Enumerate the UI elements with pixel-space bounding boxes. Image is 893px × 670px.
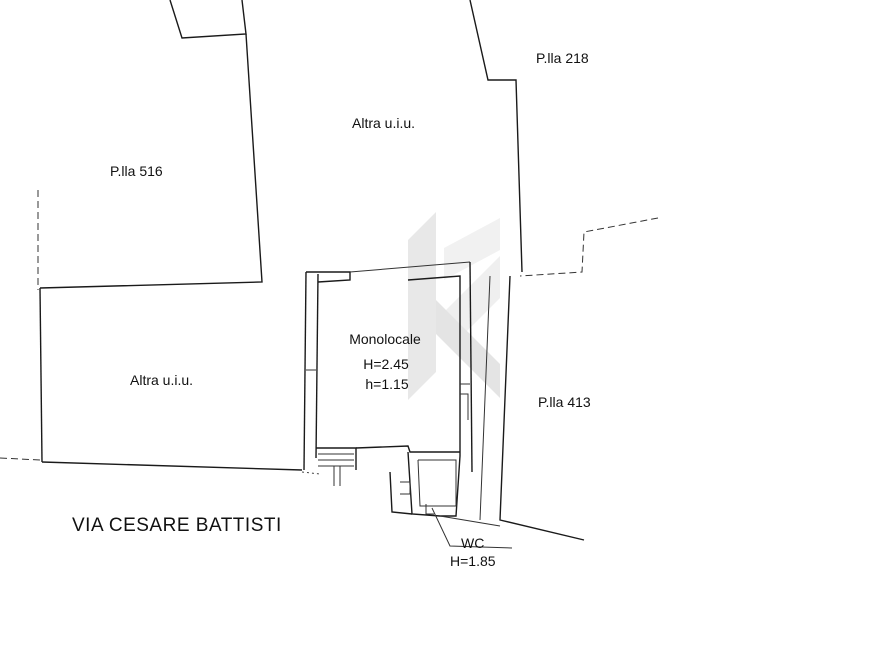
wc-height-label: H=1.85 [450, 553, 496, 569]
altra-uiu-left-label: Altra u.i.u. [130, 372, 194, 388]
parcel-516-label: P.lla 516 [110, 163, 163, 179]
parcel-218-label: P.lla 218 [536, 50, 589, 66]
room-height-low-label: h=1.15 [365, 376, 409, 392]
watermark-logo [408, 212, 500, 400]
wc-name-label: WC [461, 535, 485, 551]
wc-walls [389, 451, 501, 527]
parcel-413-outline [479, 217, 659, 541]
room-name-label: Monolocale [349, 331, 421, 347]
room-height-main-label: H=2.45 [363, 356, 409, 372]
altra-uiu-top-outline [469, 0, 523, 273]
street-line [0, 457, 321, 475]
wc-leader-line [431, 507, 513, 549]
altra-uiu-top-label: Altra u.i.u. [352, 115, 416, 131]
entrance-steps [318, 453, 354, 486]
altra-uiu-left-outline [39, 287, 303, 471]
parcel-413-label: P.lla 413 [538, 394, 591, 410]
street-name-label: VIA CESARE BATTISTI [72, 515, 282, 536]
monolocale-walls [303, 261, 473, 473]
parcel-516-outline [37, 0, 263, 290]
